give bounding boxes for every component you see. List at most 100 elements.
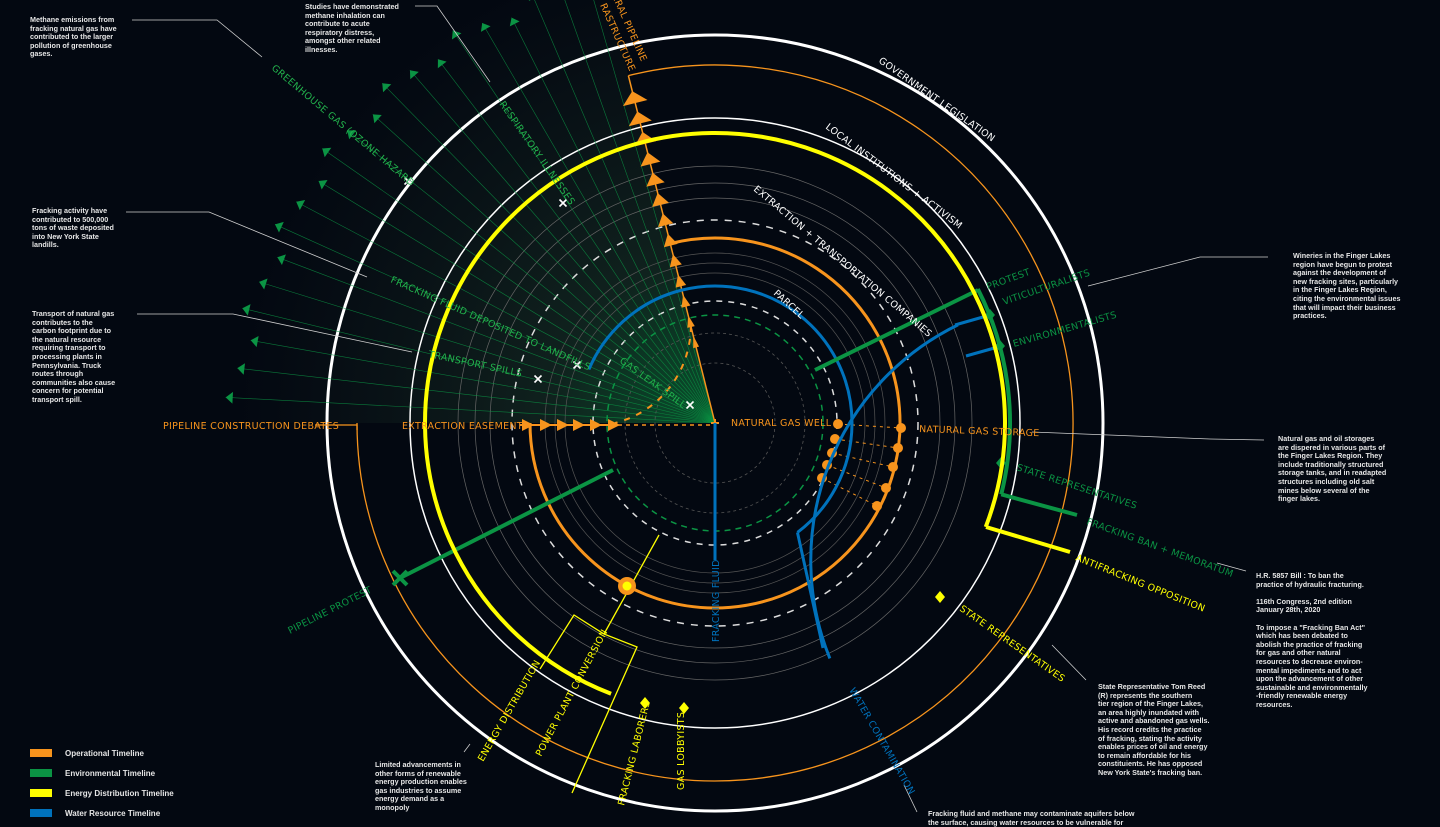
gas-leak-arc bbox=[614, 325, 692, 424]
diamond-icon bbox=[985, 309, 995, 321]
arrow-icon bbox=[675, 274, 687, 288]
x-mark-icon bbox=[533, 374, 543, 384]
label-government-legislation: GOVERNMENT LEGISLATION bbox=[876, 55, 997, 144]
legend: Operational Timeline Environmental Timel… bbox=[30, 743, 174, 823]
leader-line bbox=[1216, 562, 1247, 572]
arrowhead-icon bbox=[237, 363, 245, 375]
arrowhead-icon bbox=[437, 59, 447, 69]
emission-line bbox=[452, 30, 716, 424]
emission-line bbox=[237, 367, 716, 424]
note-renewable: Limited advancements in other forms of r… bbox=[375, 760, 467, 812]
arrow-icon bbox=[646, 172, 665, 187]
operational-inner-arc bbox=[528, 236, 902, 610]
note-aquifers: Fracking fluid and methane may contamina… bbox=[928, 809, 1135, 827]
x-mark-icon bbox=[685, 400, 695, 410]
leader-line bbox=[132, 19, 263, 58]
pipeline-debates-connector bbox=[315, 424, 358, 430]
protest-line bbox=[814, 288, 979, 372]
arrowhead-icon bbox=[274, 221, 284, 233]
energy-bracket bbox=[539, 614, 638, 794]
arrow-icon bbox=[640, 152, 661, 167]
legend-item-environmental: Environmental Timeline bbox=[30, 763, 174, 783]
power-plant-node-core bbox=[622, 581, 632, 591]
gray-ring bbox=[624, 332, 806, 514]
label-energy-distribution: ENERGY DISTRIBUTION bbox=[476, 658, 543, 763]
diamond-icon bbox=[935, 591, 945, 603]
emission-line bbox=[322, 148, 716, 424]
arrowhead-icon bbox=[296, 199, 306, 211]
emission-line bbox=[511, 17, 716, 424]
emission-line bbox=[346, 130, 716, 424]
extraction-companies-ring bbox=[511, 219, 919, 627]
label-local-institutions: LOCAL INSTITUTIONS + ACTIVISM bbox=[823, 122, 964, 232]
arrowhead-icon bbox=[509, 17, 520, 27]
government-legislation-ring bbox=[325, 33, 1105, 813]
arrowhead-icon bbox=[382, 83, 392, 93]
emission-line bbox=[318, 180, 716, 424]
emission-line bbox=[481, 22, 716, 424]
note-methane: Methane emissions from fracking natural … bbox=[30, 15, 117, 59]
gray-ring bbox=[474, 182, 956, 664]
local-institutions-ring bbox=[409, 117, 1021, 729]
legend-swatch bbox=[30, 749, 52, 757]
arrow-icon bbox=[658, 213, 674, 228]
x-mark-icon bbox=[403, 176, 413, 186]
gray-ring bbox=[489, 197, 941, 649]
arrow-icon bbox=[522, 419, 534, 431]
arrowhead-icon bbox=[250, 335, 259, 348]
emission-line bbox=[534, 0, 716, 424]
emission-line bbox=[225, 397, 716, 424]
water-branch bbox=[954, 315, 984, 327]
label-extraction-easement: EXTRACTION EASEMENT bbox=[402, 421, 523, 432]
arrowhead-icon bbox=[318, 179, 328, 190]
emission-line bbox=[409, 70, 716, 424]
legend-label: Operational Timeline bbox=[65, 748, 144, 758]
storage-dot bbox=[881, 483, 891, 493]
legend-swatch bbox=[30, 809, 52, 817]
note-studies: Studies have demonstrated methane inhala… bbox=[305, 2, 399, 54]
pipeline-protest-line bbox=[399, 468, 614, 580]
storage-dot bbox=[872, 501, 882, 511]
arrow-icon bbox=[681, 294, 691, 308]
legend-swatch bbox=[30, 789, 52, 797]
antifracking-line bbox=[985, 525, 1071, 554]
arrow-icon bbox=[669, 254, 682, 268]
storage-link bbox=[821, 477, 878, 507]
storage-dot bbox=[893, 443, 903, 453]
leader-line bbox=[1051, 644, 1087, 681]
legend-label: Environmental Timeline bbox=[65, 768, 156, 778]
legend-label: Water Resource Timeline bbox=[65, 808, 161, 818]
storage-dot bbox=[896, 423, 906, 433]
emission-line bbox=[250, 340, 716, 424]
note-waste: Fracking activity have contributed to 50… bbox=[32, 206, 114, 250]
leader-line bbox=[1087, 256, 1268, 287]
leader-line bbox=[463, 743, 471, 753]
arrow-icon bbox=[557, 419, 569, 431]
fracking-ban-line bbox=[1000, 492, 1078, 517]
arrow-icon bbox=[663, 233, 678, 248]
arrow-icon bbox=[608, 419, 620, 431]
operational-outer-arc bbox=[356, 64, 1074, 782]
label-fracking-laborers: FRACKING LABORERS bbox=[616, 700, 653, 807]
note-bill: H.R. 5857 Bill : To ban the practice of … bbox=[1256, 571, 1368, 709]
emission-line bbox=[242, 307, 716, 424]
arrowhead-icon bbox=[480, 23, 491, 32]
storage-dot bbox=[833, 419, 843, 429]
emission-line bbox=[277, 256, 716, 424]
diamond-icon bbox=[679, 702, 689, 714]
gray-ring bbox=[654, 362, 776, 484]
arrowhead-icon bbox=[277, 254, 286, 265]
arrowhead-icon bbox=[451, 30, 462, 40]
label-fracking-fluid: FRACKING FLUID bbox=[711, 559, 722, 642]
emission-line bbox=[296, 201, 716, 424]
diamond-icon bbox=[640, 697, 650, 709]
emission-line bbox=[382, 82, 716, 424]
x-mark-icon bbox=[558, 198, 568, 208]
arrowhead-icon bbox=[528, 0, 531, 1]
legend-item-energy: Energy Distribution Timeline bbox=[30, 783, 174, 803]
arrowhead-icon bbox=[409, 70, 419, 80]
note-transport: Transport of natural gas contributes to … bbox=[32, 309, 116, 404]
gray-ring bbox=[457, 165, 973, 681]
label-parcel: PARCEL bbox=[771, 288, 807, 322]
